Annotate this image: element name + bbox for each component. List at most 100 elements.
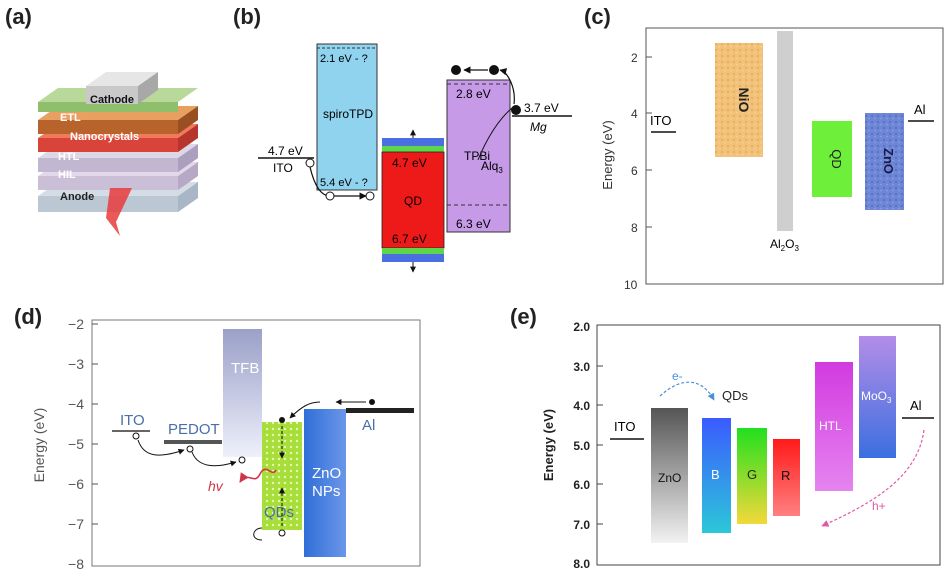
qd-shell-bottom-blue: [382, 254, 444, 262]
nio-label: NiO: [736, 88, 752, 113]
y-axis-label: Energy (eV): [541, 409, 556, 481]
light-emission: [106, 188, 132, 236]
hil-label: HIL: [58, 169, 76, 181]
alq-path: [477, 107, 513, 161]
qd-name: QD: [404, 194, 422, 208]
moo3-label: MoO3: [861, 389, 892, 405]
ito-energy-label: 4.7 eV: [268, 144, 303, 158]
electron-marker: [369, 399, 375, 405]
al-label: Al: [362, 417, 375, 434]
hole-marker: [325, 191, 335, 201]
y-tick-label: 8: [631, 221, 638, 235]
spirotpd-band: [316, 43, 378, 191]
y-tick-label: 4: [631, 107, 638, 121]
y-axis-label: Energy (eV): [31, 408, 47, 483]
cathode-label: Cathode: [90, 94, 134, 106]
panel-e-label: (e): [510, 304, 537, 329]
y-tick-label: 2.0: [573, 320, 590, 334]
hole-marker: [132, 432, 140, 440]
qds-label: QDs: [722, 388, 749, 403]
tpbi-band: [446, 79, 511, 233]
qd-bottom-label: 6.7 eV: [392, 232, 427, 246]
cathode-layer: [86, 72, 158, 104]
etl-label: ETL: [60, 112, 81, 124]
nio-band: [715, 43, 763, 157]
hole-path: [253, 527, 263, 541]
zno-label: ZnO: [658, 471, 681, 485]
qd-top-label: 4.7 eV: [392, 156, 427, 170]
tpbi-name: TPBi: [464, 149, 490, 163]
electron-marker: [451, 65, 461, 75]
hole-path: [191, 451, 237, 467]
hv-label: hv: [208, 478, 224, 494]
alq-label: Alq3: [481, 159, 503, 175]
qds-band: [262, 422, 302, 530]
ito-label: ITO: [650, 113, 671, 128]
y-tick-label: −3: [68, 356, 84, 372]
y-tick-label: −4: [68, 396, 84, 412]
panel-b-label: (b): [233, 4, 262, 29]
green-qd-band: [737, 428, 767, 524]
electron-marker: [511, 105, 521, 115]
spirotpd-top-label: 2.1 eV - ?: [320, 53, 368, 65]
y-tick-label: 7.0: [573, 518, 590, 532]
hole-marker: [238, 456, 246, 464]
panel-b-diagram: 4.7 eV ITO 2.1 eV - ? spiroTPD 5.4 eV - …: [258, 43, 572, 273]
al-level: [346, 408, 414, 413]
electron-marker: [279, 417, 285, 423]
al2o3-band: [777, 31, 793, 231]
htl-label: HTL: [819, 419, 842, 433]
qd-shell-top-blue: [382, 138, 444, 146]
y-tick-label: 8.0: [573, 557, 590, 571]
tfb-label: TFB: [231, 360, 259, 377]
panel-a-device-stack: Cathode ETL Nanocrystals HTL HIL Anode: [38, 72, 198, 236]
qd-shell-top-green: [382, 146, 444, 152]
y-tick-label: 6: [631, 164, 638, 178]
panel-a-label: (a): [5, 4, 32, 29]
tpbi-bottom-label: 6.3 eV: [456, 217, 491, 231]
electron-path: [289, 401, 321, 419]
anode-label: Anode: [60, 191, 94, 203]
electron-label: e-: [672, 369, 683, 383]
emission-wave: [239, 468, 277, 483]
zno-nps-band: [304, 409, 346, 557]
zno-band: [651, 408, 688, 543]
mg-energy-label: 3.7 eV: [524, 101, 559, 115]
htl-band: [815, 362, 853, 491]
spirotpd-bottom-label: 5.4 eV - ?: [320, 177, 368, 189]
y-tick-label: 10: [624, 278, 638, 292]
b-label: B: [711, 467, 720, 482]
qd-label: QD: [829, 149, 844, 169]
tpbi-top-label: 2.8 eV: [456, 87, 491, 101]
electron-marker: [489, 65, 499, 75]
qd-band: [812, 121, 852, 197]
y-tick-label: 5.0: [573, 439, 590, 453]
hole-label: h+: [872, 499, 886, 513]
tfb-band: [223, 329, 262, 457]
moo3-band: [859, 336, 896, 458]
y-tick-label: 6.0: [573, 478, 590, 492]
g-label: G: [747, 467, 757, 482]
hole-marker: [186, 445, 194, 453]
htl-label: HTL: [58, 151, 80, 163]
y-tick-label: −8: [68, 556, 84, 572]
pedot-level: [164, 440, 222, 444]
y-tick-label: −5: [68, 436, 84, 452]
al2o3-label: Al2O3: [770, 237, 799, 253]
hole-marker: [278, 529, 286, 537]
mg-label: Mg: [530, 120, 547, 134]
panel-d-label: (d): [14, 304, 43, 329]
hole-marker: [305, 158, 315, 168]
nanocrystals-label: Nanocrystals: [70, 131, 139, 143]
panel-c-chart: 2 4 6 8 10 Energy (eV) ITO NiO Al2O3 QD …: [600, 27, 944, 292]
al-label: Al: [914, 102, 926, 117]
red-qd-band: [773, 439, 800, 516]
y-tick-label: 3.0: [573, 360, 590, 374]
panel-c-label: (c): [584, 4, 611, 29]
panel-e-chart: 2.0 3.0 4.0 5.0 6.0 7.0 8.0 Energy (eV) …: [541, 320, 941, 571]
zno-label: ZnO: [312, 465, 341, 482]
qd-core-band: [381, 151, 445, 249]
y-tick-label: 4.0: [573, 399, 590, 413]
hole-path: [137, 439, 185, 456]
